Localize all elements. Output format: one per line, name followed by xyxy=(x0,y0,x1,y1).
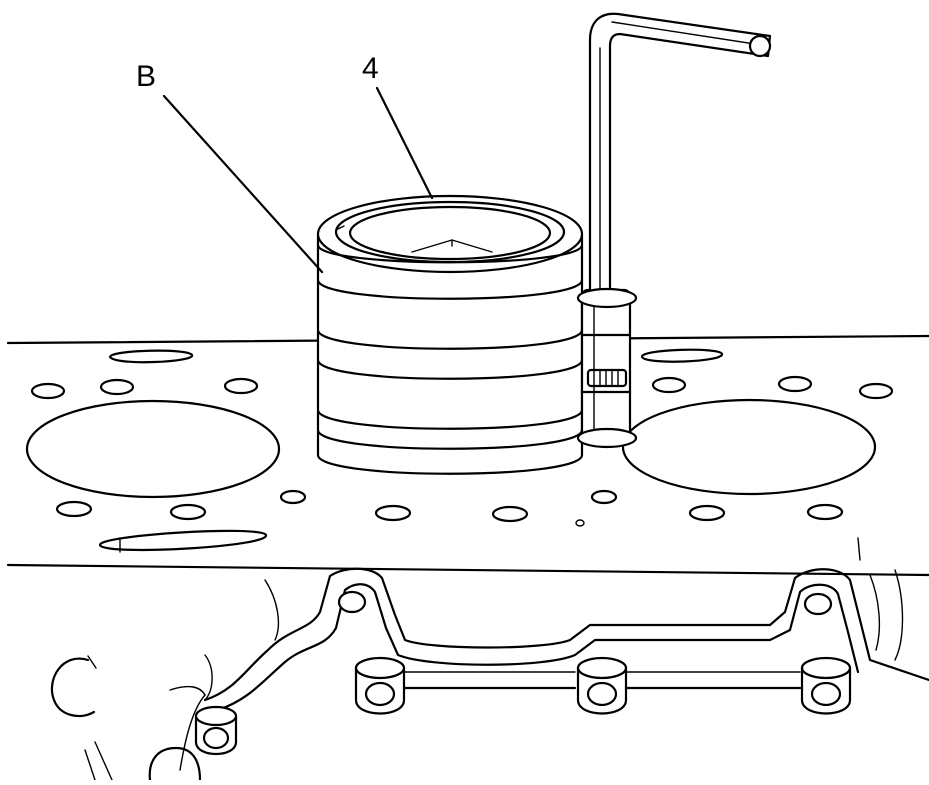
callout-4-label: 4 xyxy=(362,52,379,85)
bearing-cap-assembly xyxy=(203,537,929,712)
leader-line-b xyxy=(162,94,324,274)
leader-line-4 xyxy=(375,86,434,200)
gasket-bolt-holes xyxy=(30,375,894,527)
callout-b-label: B xyxy=(136,60,157,93)
gasket-slots xyxy=(98,348,724,553)
ring-compressor xyxy=(316,194,632,475)
cap-bolts xyxy=(194,656,852,755)
lower-left-features xyxy=(50,654,213,782)
cylinder-bore-right xyxy=(621,398,877,496)
cylinder-bore-left xyxy=(25,399,281,499)
hex-key xyxy=(576,12,772,449)
